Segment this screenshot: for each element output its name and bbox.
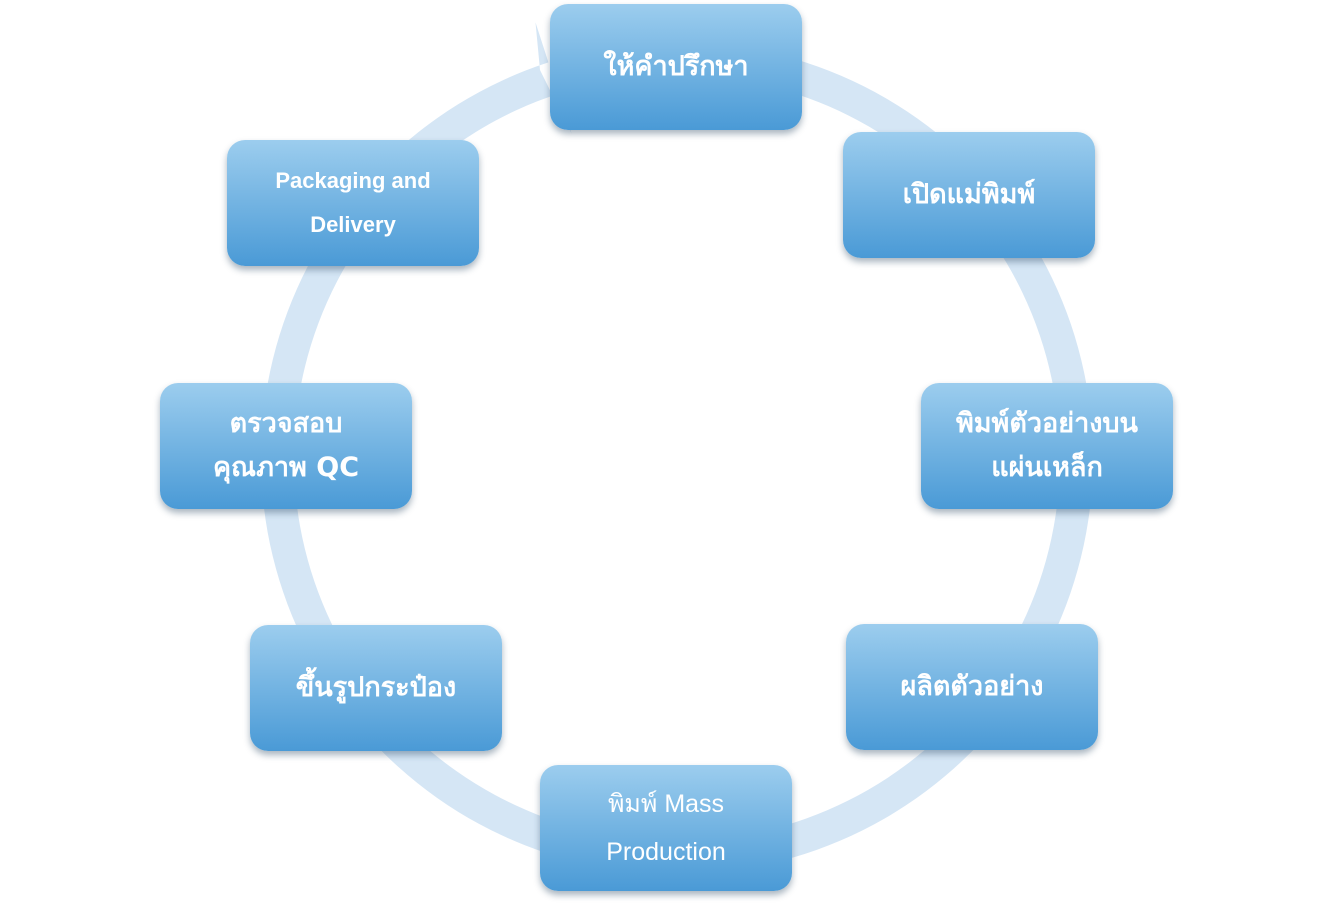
step-label-line: Packaging and [275, 168, 431, 193]
step-label-line: ตรวจสอบ [229, 408, 343, 439]
step-label-line: พิมพ์ Mass [607, 790, 725, 818]
step-can-forming: ขึ้นรูปกระป๋อง [250, 625, 502, 751]
step-open-mold: เปิดแม่พิมพ์ [843, 132, 1095, 258]
step-consultation: ให้คำปรึกษา [550, 4, 802, 130]
step-label-line: ให้คำปรึกษา [603, 51, 749, 82]
step-label-line: ผลิตตัวอย่าง [900, 671, 1044, 702]
step-label-line: คุณภาพ QC [212, 452, 360, 483]
step-packaging-delivery: Packaging and Delivery [227, 140, 479, 266]
step-quality-control: ตรวจสอบ คุณภาพ QC [160, 383, 412, 509]
step-label-line: เปิดแม่พิมพ์ [902, 179, 1036, 210]
step-label-line: Production [606, 838, 726, 866]
step-mass-production-print: พิมพ์ Mass Production [540, 765, 792, 891]
step-produce-sample: ผลิตตัวอย่าง [846, 624, 1098, 750]
step-label-line: พิมพ์ตัวอย่างบน [955, 408, 1139, 439]
step-label-line: ขึ้นรูปกระป๋อง [295, 672, 457, 703]
step-label-line: แผ่นเหล็ก [991, 452, 1103, 483]
step-label-line: Delivery [310, 212, 396, 237]
step-sample-print-on-sheet: พิมพ์ตัวอย่างบน แผ่นเหล็ก [921, 383, 1173, 509]
